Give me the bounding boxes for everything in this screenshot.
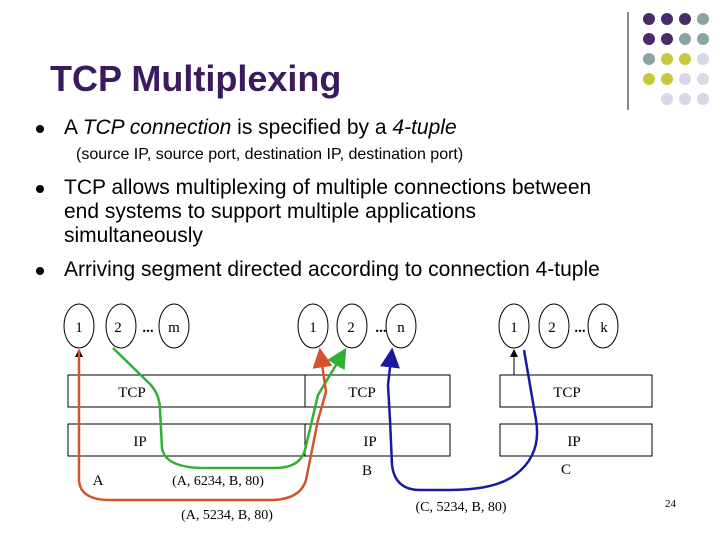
bullet-1: A TCP connection is specified by a 4-tup…: [36, 116, 457, 140]
orange-connection-path: [77, 347, 333, 502]
svg-text:IP: IP: [133, 434, 146, 450]
process-a-2: [105, 303, 137, 349]
bullet-dot-icon: [36, 185, 44, 193]
svg-text:1: 1: [75, 320, 83, 336]
svg-text:...: ...: [574, 320, 586, 336]
process-b-2: [336, 303, 368, 349]
tuple-label-blue: (C, 5234, B, 80): [416, 500, 507, 515]
svg-text:TCP: TCP: [118, 385, 146, 401]
svg-text:1: 1: [309, 320, 317, 336]
svg-text:1: 1: [510, 320, 518, 336]
host-c-label: C: [561, 462, 571, 478]
process-c-1: [498, 303, 530, 349]
svg-text:IP: IP: [363, 434, 376, 450]
process-a-1: [63, 303, 95, 349]
bullet-dot-icon: [36, 125, 44, 133]
svg-text:n: n: [397, 320, 405, 336]
blue-connection-path: [380, 347, 539, 492]
process-b-n: [385, 303, 417, 349]
host-a: 1 2 ... m TCP IP A: [63, 303, 314, 489]
decor-divider: [627, 12, 629, 110]
svg-text:2: 2: [347, 320, 355, 336]
tcp-layer-b: [304, 374, 451, 408]
bullet-2: TCP allows multiplexing of multiple conn…: [36, 176, 591, 248]
ip-layer-c: [499, 423, 653, 457]
ip-layer-b: [304, 423, 451, 457]
svg-text:2: 2: [548, 320, 556, 336]
tcp-layer-c: [499, 374, 653, 408]
bullet-dot-icon: [36, 267, 44, 275]
tcp-layer-a: [67, 374, 314, 408]
host-a-label: A: [93, 473, 104, 489]
tuple-label-orange: (A, 5234, B, 80): [181, 508, 273, 523]
bullet-3: Arriving segment directed according to c…: [36, 258, 600, 282]
svg-text:TCP: TCP: [348, 385, 376, 401]
svg-text:TCP: TCP: [553, 385, 581, 401]
page-number: 24: [665, 498, 676, 510]
svg-text:k: k: [600, 320, 608, 336]
process-c-k: [587, 303, 619, 349]
slide-title: TCP Multiplexing: [50, 58, 342, 99]
green-connection-path: [112, 347, 347, 470]
process-a-m: [158, 303, 190, 349]
host-b: 1 2 ... n TCP IP B: [297, 303, 451, 479]
svg-text:2: 2: [114, 320, 122, 336]
decor-dot-grid: [643, 13, 709, 105]
host-b-label: B: [362, 463, 372, 479]
svg-text:...: ...: [375, 320, 387, 336]
svg-text:IP: IP: [567, 434, 580, 450]
svg-text:m: m: [168, 320, 180, 336]
svg-text:...: ...: [142, 320, 154, 336]
tuple-label-green: (A, 6234, B, 80): [172, 474, 264, 489]
ip-layer-a: [67, 423, 314, 457]
host-c: 1 2 ... k TCP IP C: [498, 303, 653, 478]
tuple-definition: (source IP, source port, destination IP,…: [76, 146, 464, 163]
process-c-2: [538, 303, 570, 349]
